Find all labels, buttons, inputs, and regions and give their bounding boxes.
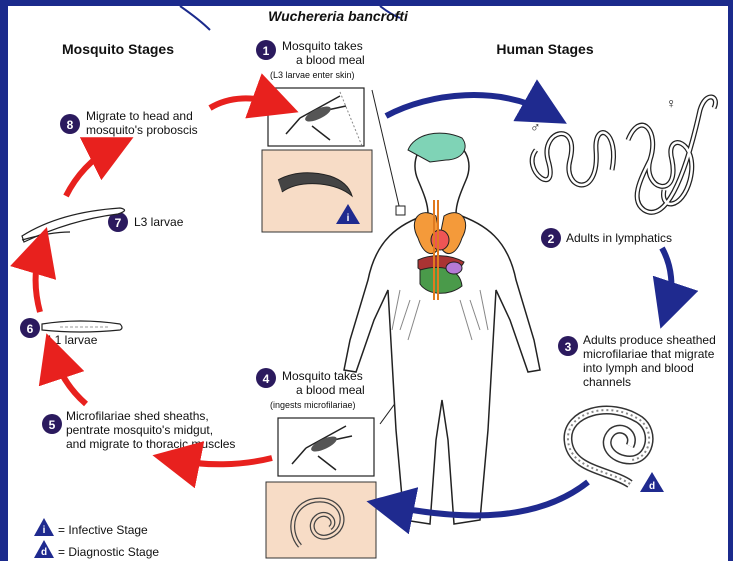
svg-text:L1 larvae: L1 larvae <box>48 333 98 347</box>
svg-text:Migrate to head and: Migrate to head and <box>86 109 193 123</box>
svg-text:i: i <box>347 213 350 224</box>
legend-infective-label: = Infective Stage <box>58 523 148 537</box>
human-stages-heading: Human Stages <box>496 41 593 57</box>
adult-worms-illustration: ♂ ♀ <box>530 95 715 212</box>
svg-text:5: 5 <box>49 418 56 432</box>
svg-text:Adults in lymphatics: Adults in lymphatics <box>566 231 672 245</box>
mosquito-stages-heading: Mosquito Stages <box>62 41 174 57</box>
step-7: 7 L3 larvae <box>108 212 184 232</box>
male-symbol: ♂ <box>530 119 541 135</box>
step-4: 4 Mosquito takes a blood meal (ingests m… <box>256 368 365 410</box>
diagram-title: Wuchereria bancrofti <box>268 8 409 24</box>
svg-text:microfilariae that migrate: microfilariae that migrate <box>583 347 715 361</box>
svg-text:Mosquito takes: Mosquito takes <box>282 39 363 53</box>
svg-text:(L3 larvae enter skin): (L3 larvae enter skin) <box>270 70 355 80</box>
svg-text:2: 2 <box>548 232 555 246</box>
step-8: 8 Migrate to head and mosquito's probosc… <box>60 109 198 137</box>
svg-text:and migrate to thoracic muscle: and migrate to thoracic muscles <box>66 437 235 451</box>
arrow-8-to-1 <box>210 98 276 108</box>
life-cycle-diagram: Wuchereria bancrofti Mosquito Stages Hum… <box>8 6 728 561</box>
svg-text:d: d <box>41 547 47 558</box>
arrow-6-to-7 <box>36 250 41 312</box>
stomach <box>446 262 462 274</box>
svg-text:pentrate mosquito's midgut,: pentrate mosquito's midgut, <box>66 423 213 437</box>
step-1: 1 Mosquito takes a blood meal (L3 larvae… <box>256 39 365 80</box>
mosquito-feeding-illustration-2 <box>278 418 374 476</box>
svg-text:4: 4 <box>263 372 270 386</box>
svg-text:a blood meal: a blood meal <box>296 53 365 67</box>
svg-text:i: i <box>43 525 46 536</box>
legend-diagnostic-label: = Diagnostic Stage <box>58 545 159 559</box>
arrow-4-to-5 <box>176 458 272 464</box>
step-3: 3 Adults produce sheathed microfilariae … <box>558 333 716 389</box>
svg-text:3: 3 <box>565 340 572 354</box>
svg-text:mosquito's proboscis: mosquito's proboscis <box>86 123 198 137</box>
microfilaria-inset <box>266 482 376 558</box>
mosquito-feeding-illustration-1 <box>268 88 364 146</box>
svg-text:1: 1 <box>263 44 270 58</box>
svg-text:Microfilariae shed sheaths,: Microfilariae shed sheaths, <box>66 409 209 423</box>
legend: i = Infective Stage d = Diagnostic Stage <box>34 518 159 559</box>
arrow-5-to-6 <box>54 356 86 404</box>
svg-text:6: 6 <box>27 322 34 336</box>
svg-text:8: 8 <box>67 118 74 132</box>
arrow-2-to-3 <box>662 248 671 306</box>
step-2: 2 Adults in lymphatics <box>541 228 672 248</box>
microfilaria-illustration: d <box>568 410 664 492</box>
diagram-panel: Wuchereria bancrofti Mosquito Stages Hum… <box>8 6 728 561</box>
skin-marker-1 <box>396 206 405 215</box>
svg-text:a blood meal: a blood meal <box>296 383 365 397</box>
svg-text:into lymph and blood: into lymph and blood <box>583 361 694 375</box>
arrow-1-to-2 <box>386 95 546 116</box>
svg-text:7: 7 <box>115 216 122 230</box>
arrow-7-to-8 <box>66 148 112 196</box>
l1-larva-illustration <box>42 321 122 332</box>
svg-text:L3 larvae: L3 larvae <box>134 215 184 229</box>
step-5: 5 Microfilariae shed sheaths, pentrate m… <box>42 409 235 451</box>
svg-text:Adults produce sheathed: Adults produce sheathed <box>583 333 716 347</box>
female-symbol: ♀ <box>666 95 677 111</box>
svg-text:d: d <box>649 481 655 492</box>
l3-larva-inset: i <box>262 150 372 232</box>
svg-text:channels: channels <box>583 375 631 389</box>
svg-text:(ingests microfilariae): (ingests microfilariae) <box>270 400 356 410</box>
